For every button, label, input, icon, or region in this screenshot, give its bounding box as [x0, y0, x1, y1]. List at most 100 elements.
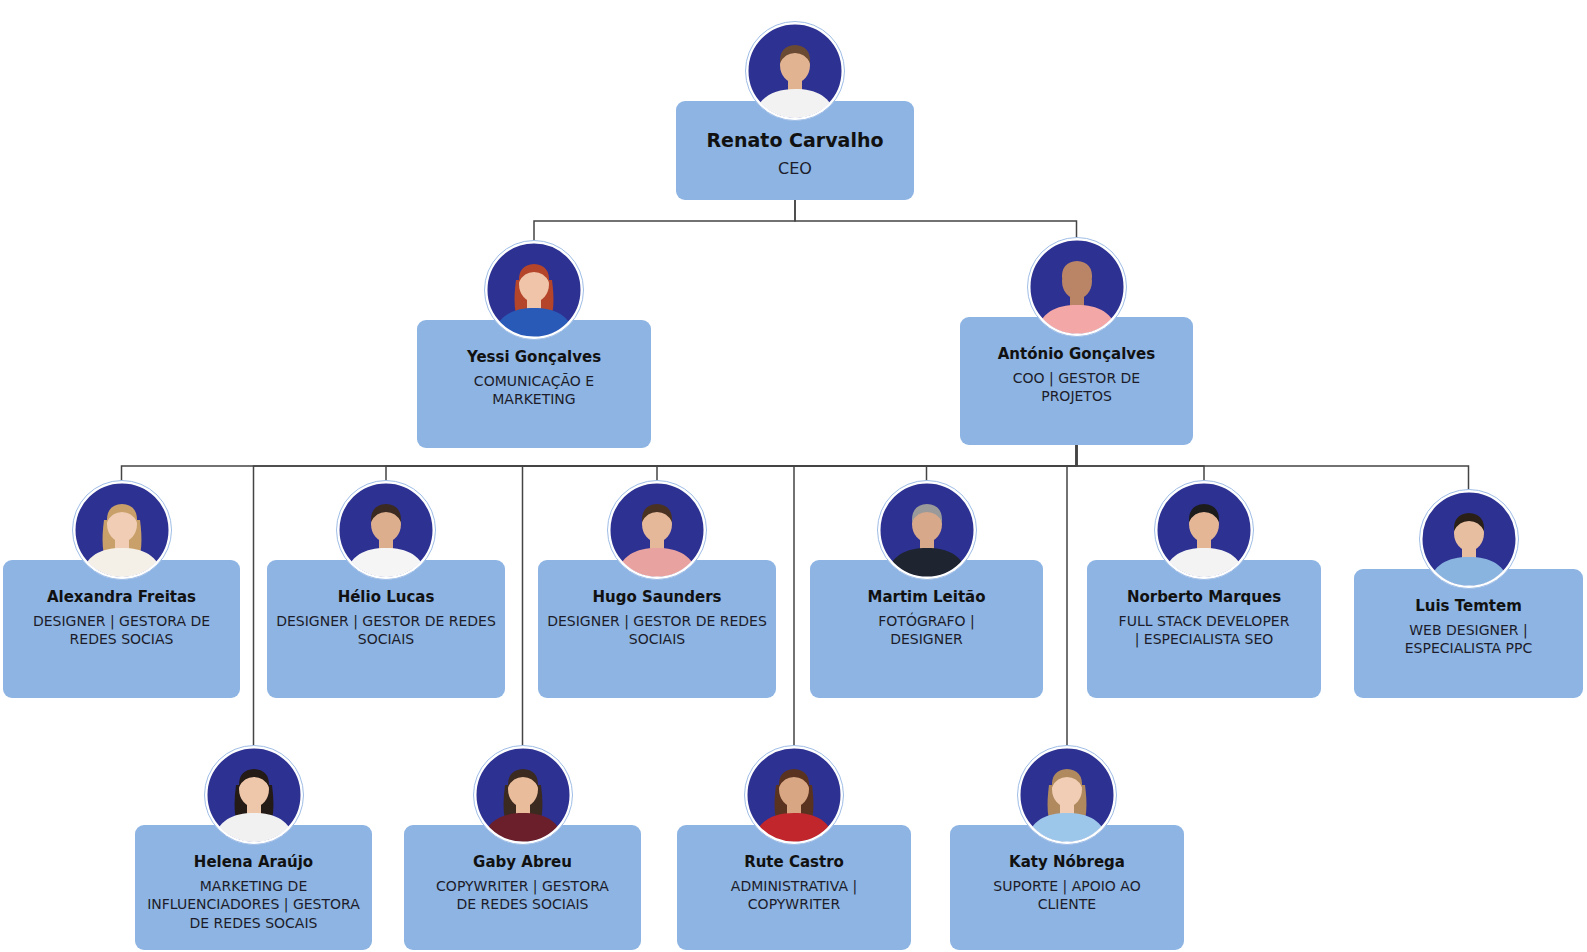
- photo-ring: [1156, 482, 1252, 578]
- person-name: Luis Temtem: [1362, 597, 1575, 616]
- person-name: Yessi Gonçalves: [425, 348, 643, 367]
- job-title: MARKETING DE INFLUENCIADORES | GESTORA D…: [143, 877, 364, 932]
- hair-shape: [1189, 504, 1219, 522]
- photo-ring: [206, 747, 302, 843]
- photo-edge: [485, 241, 584, 340]
- job-title: WEB DESIGNER | ESPECIALISTA PPC: [1374, 621, 1564, 658]
- job-title: DESIGNER | GESTORA DE REDES SOCIAS: [11, 612, 232, 649]
- hair-shape: [911, 504, 941, 522]
- shirt-shape: [1162, 548, 1246, 580]
- box-content: Helena AraújoMARKETING DE INFLUENCIADORE…: [135, 825, 372, 940]
- job-title: SUPORTE | APOIO AO CLIENTE: [982, 877, 1152, 914]
- photo-ring: [486, 242, 582, 338]
- portrait-photo: [877, 480, 977, 580]
- org-box: António GonçalvesCOO | GESTOR DE PROJETO…: [960, 317, 1193, 445]
- person-name: Hélio Lucas: [275, 588, 497, 607]
- person-name: Helena Araújo: [143, 853, 364, 872]
- org-box: Gaby AbreuCOPYWRITER | GESTORA DE REDES …: [404, 825, 641, 950]
- hair-shape: [780, 45, 810, 63]
- shirt-shape: [1035, 305, 1119, 337]
- box-content: Luis TemtemWEB DESIGNER | ESPECIALISTA P…: [1354, 569, 1583, 666]
- hair-shape: [779, 769, 809, 787]
- box-content: Katy NóbregaSUPORTE | APOIO AO CLIENTE: [950, 825, 1184, 922]
- shirt-shape: [615, 548, 699, 580]
- job-title: FULL STACK DEVELOPER | ESPECIALISTA SEO: [1117, 612, 1292, 649]
- shirt-shape: [481, 813, 565, 845]
- portrait-photo: [607, 480, 707, 580]
- person-name: Martim Leitão: [818, 588, 1035, 607]
- shirt-shape: [752, 813, 836, 845]
- hair-shape: [106, 504, 136, 522]
- portrait-photo: [745, 21, 845, 121]
- person-name: Katy Nóbrega: [958, 853, 1176, 872]
- photo-ring: [1019, 747, 1115, 843]
- hair-shape: [519, 264, 549, 282]
- org-connector: [254, 445, 1077, 825]
- portrait-photo: [1027, 237, 1127, 337]
- person-name: Hugo Saunders: [546, 588, 768, 607]
- job-title: COO | GESTOR DE PROJETOS: [989, 369, 1164, 406]
- box-content: Yessi GonçalvesCOMUNICAÇÃO E MARKETING: [417, 320, 651, 417]
- shirt-shape: [492, 308, 576, 340]
- shirt-shape: [753, 89, 837, 121]
- org-box: Helena AraújoMARKETING DE INFLUENCIADORE…: [135, 825, 372, 950]
- org-box: Alexandra FreitasDESIGNER | GESTORA DE R…: [3, 560, 240, 698]
- box-content: Rute CastroADMINISTRATIVA | COPYWRITER: [677, 825, 911, 922]
- photo-ring: [475, 747, 571, 843]
- hair-shape: [1061, 261, 1091, 279]
- shirt-shape: [1427, 557, 1511, 589]
- shirt-shape: [212, 813, 296, 845]
- job-title: FOTÓGRAFO | DESIGNER: [852, 612, 1002, 649]
- hair-shape: [1453, 513, 1483, 531]
- photo-edge: [473, 746, 572, 845]
- person-name: Renato Carvalho: [684, 129, 906, 153]
- box-content: Martim LeitãoFOTÓGRAFO | DESIGNER: [810, 560, 1043, 657]
- portrait-photo: [1017, 745, 1117, 845]
- job-title: DESIGNER | GESTOR DE REDES SOCIAIS: [546, 612, 768, 649]
- shirt-shape: [1025, 813, 1109, 845]
- shirt-shape: [344, 548, 428, 580]
- photo-ring: [746, 747, 842, 843]
- org-box: Hélio LucasDESIGNER | GESTOR DE REDES SO…: [267, 560, 505, 698]
- photo-edge: [608, 481, 707, 580]
- job-title: COMUNICAÇÃO E MARKETING: [454, 372, 614, 409]
- photo-ring: [1421, 491, 1517, 587]
- photo-ring: [338, 482, 434, 578]
- hair-shape: [238, 769, 268, 787]
- job-title: CEO: [684, 158, 906, 179]
- hair-shape: [507, 769, 537, 787]
- org-connector: [657, 445, 1077, 560]
- photo-edge: [1155, 481, 1254, 580]
- org-box: Hugo SaundersDESIGNER | GESTOR DE REDES …: [538, 560, 776, 698]
- hair-shape: [1052, 769, 1082, 787]
- photo-ring: [747, 23, 843, 119]
- photo-edge: [1018, 746, 1117, 845]
- person-name: Alexandra Freitas: [11, 588, 232, 607]
- job-title: COPYWRITER | GESTORA DE REDES SOCIAIS: [428, 877, 618, 914]
- org-connector: [1077, 445, 1469, 569]
- photo-ring: [1029, 239, 1125, 335]
- box-content: Hélio LucasDESIGNER | GESTOR DE REDES SO…: [267, 560, 505, 657]
- portrait-photo: [744, 745, 844, 845]
- photo-edge: [877, 481, 976, 580]
- portrait-photo: [1419, 489, 1519, 589]
- box-content: Gaby AbreuCOPYWRITER | GESTORA DE REDES …: [404, 825, 641, 922]
- portrait-photo: [72, 480, 172, 580]
- photo-ring: [74, 482, 170, 578]
- org-box: Renato CarvalhoCEO: [676, 101, 914, 200]
- photo-edge: [72, 481, 171, 580]
- person-name: Rute Castro: [685, 853, 903, 872]
- job-title: ADMINISTRATIVA | COPYWRITER: [709, 877, 879, 914]
- portrait-photo: [336, 480, 436, 580]
- box-content: Hugo SaundersDESIGNER | GESTOR DE REDES …: [538, 560, 776, 657]
- org-box: Katy NóbregaSUPORTE | APOIO AO CLIENTE: [950, 825, 1184, 950]
- person-name: António Gonçalves: [968, 345, 1185, 364]
- org-box: Yessi GonçalvesCOMUNICAÇÃO E MARKETING: [417, 320, 651, 448]
- portrait-photo: [473, 745, 573, 845]
- person-name: Norberto Marques: [1095, 588, 1313, 607]
- shirt-shape: [80, 548, 164, 580]
- box-content: Norberto MarquesFULL STACK DEVELOPER | E…: [1087, 560, 1321, 657]
- org-box: Norberto MarquesFULL STACK DEVELOPER | E…: [1087, 560, 1321, 698]
